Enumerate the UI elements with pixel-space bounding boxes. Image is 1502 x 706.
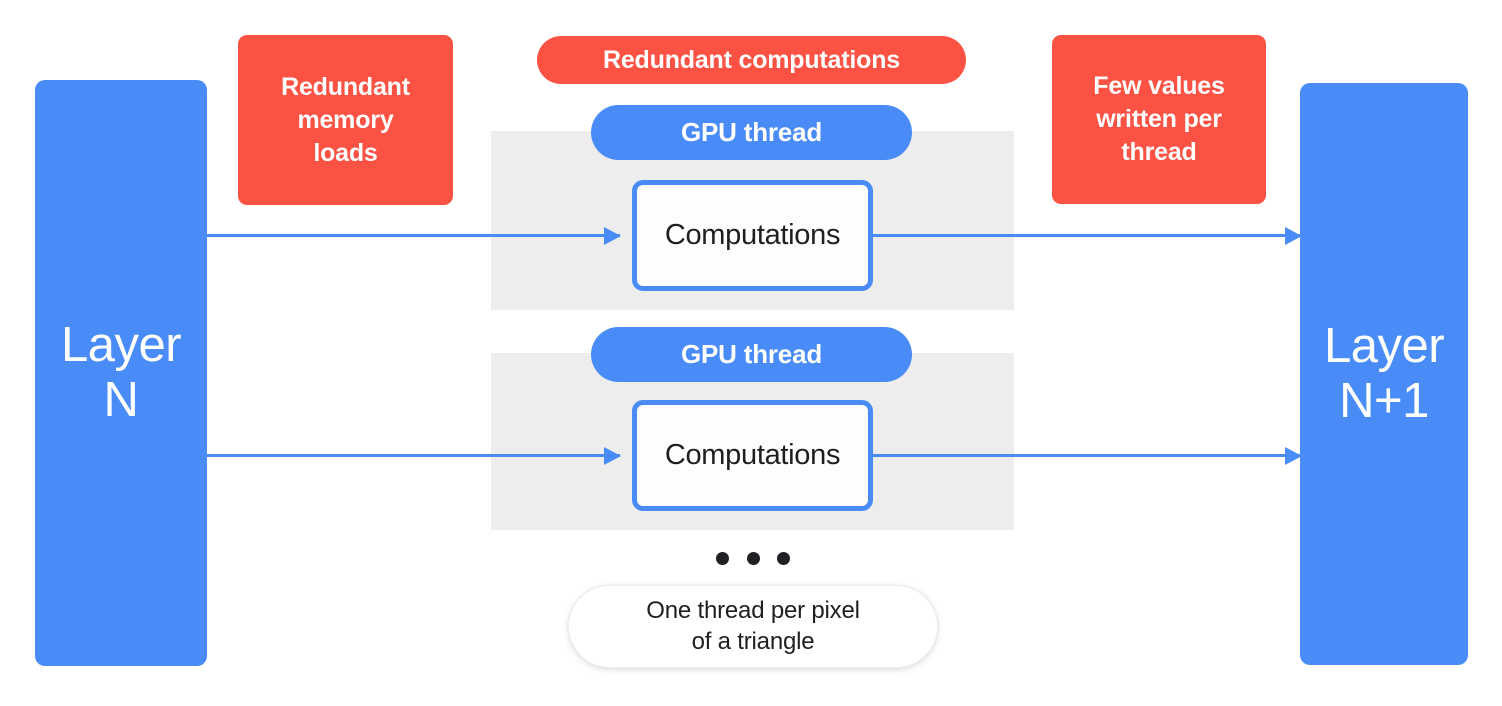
gpu-thread-pill-1: GPU thread — [591, 105, 912, 160]
layer-n-plus-1-block: Layer N+1 — [1300, 83, 1468, 665]
arrow-thread-1-to-layer-n1 — [873, 234, 1301, 237]
caption-one-thread-per-pixel: One thread per pixel of a triangle — [568, 585, 938, 668]
gpu-thread-pill-2: GPU thread — [591, 327, 912, 382]
annotation-few-values-written: Few values written per thread — [1052, 35, 1266, 204]
computations-box-2: Computations — [632, 400, 873, 511]
computations-box-1: Computations — [632, 180, 873, 291]
ellipsis-dot-3 — [777, 551, 790, 565]
annotation-redundant-memory-loads: Redundant memory loads — [238, 35, 453, 205]
ellipsis-dot-2 — [746, 551, 760, 565]
arrow-layer-n-to-thread-2 — [207, 454, 620, 457]
annotation-redundant-computations: Redundant computations — [537, 36, 966, 84]
layer-n-block: Layer N — [35, 80, 207, 666]
ellipsis-dot-1 — [716, 551, 729, 565]
arrow-layer-n-to-thread-1 — [207, 234, 620, 237]
arrow-thread-2-to-layer-n1 — [873, 454, 1301, 457]
more-threads-ellipsis — [716, 551, 790, 565]
